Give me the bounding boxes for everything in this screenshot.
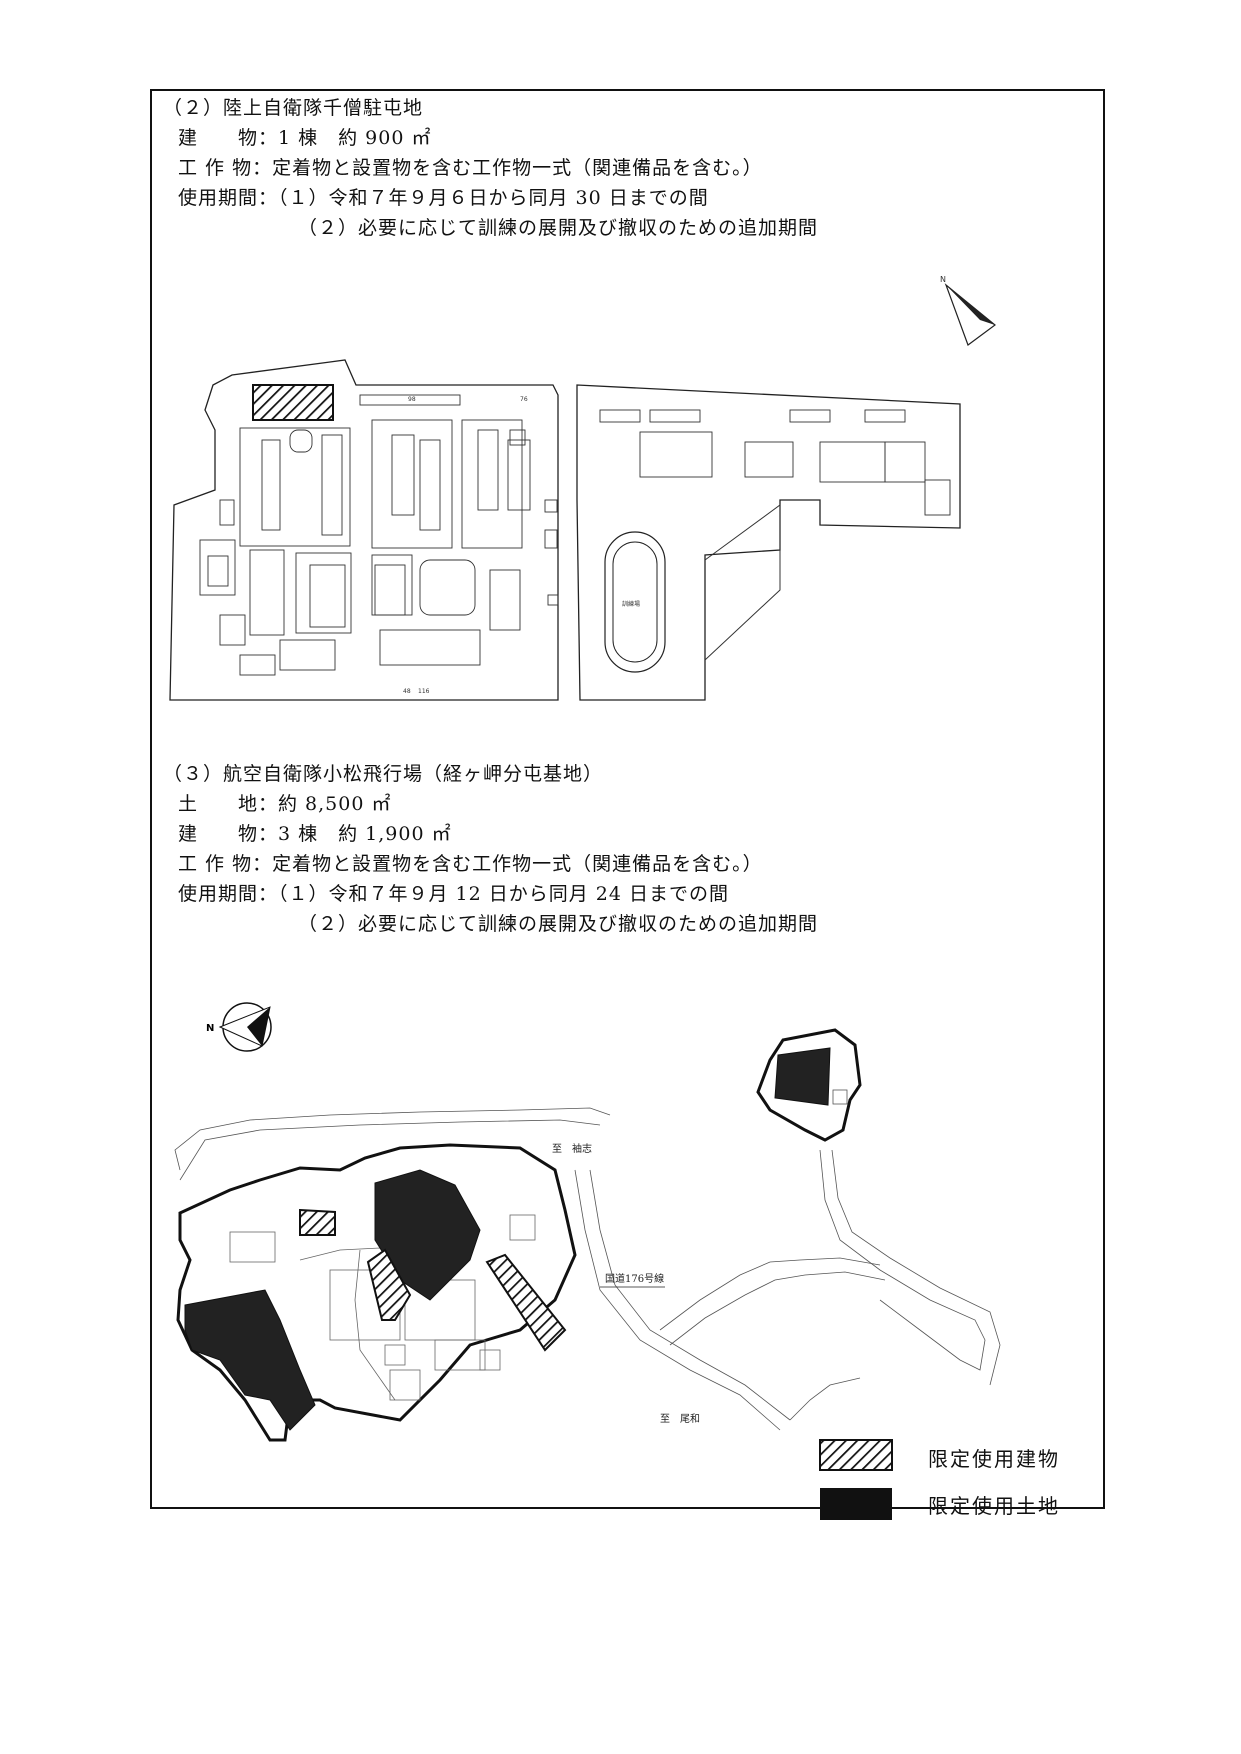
document-frame xyxy=(150,89,1105,1509)
svg-text:116: 116 xyxy=(418,688,430,695)
legend-hatch-swatch xyxy=(819,1439,893,1471)
svg-text:48: 48 xyxy=(403,688,411,695)
svg-text:訓練場: 訓練場 xyxy=(622,600,640,608)
section3-land: 土 地：約 8,500 ㎡ xyxy=(178,793,392,815)
legend-solid-swatch xyxy=(820,1488,892,1520)
road-label-sodeshi: 至 袖志 xyxy=(552,1142,592,1155)
compass-icon: N xyxy=(206,1002,272,1052)
section3-structure: 工 作 物：定着物と設置物を含む工作物一式（関連備品を含む。） xyxy=(178,853,763,875)
svg-text:76: 76 xyxy=(520,396,528,403)
limited-land-west xyxy=(184,1289,316,1431)
limited-building-2 xyxy=(366,1248,412,1321)
limited-building-senzo xyxy=(252,384,334,421)
limited-building-1 xyxy=(299,1208,336,1236)
road-label-owa: 至 尾和 xyxy=(660,1413,700,1425)
section3-period2: （２）必要に応じて訓練の展開及び撤収のための追加期間 xyxy=(298,913,819,935)
training-field: 訓練場 xyxy=(604,531,666,673)
svg-text:98: 98 xyxy=(408,396,416,403)
limited-land-annex xyxy=(774,1047,831,1106)
section2-building: 建 物：1 棟 約 900 ㎡ xyxy=(178,127,432,149)
north-arrow-icon: N xyxy=(940,275,996,346)
section2-period1: 使用期間：（１）令和７年９月６日から同月 30 日までの間 xyxy=(178,187,709,209)
legend-building-label: 限定使用建物 xyxy=(928,1447,1060,1471)
limited-building-3 xyxy=(485,1253,567,1352)
road-label-route176: 国道176号線 xyxy=(605,1272,664,1285)
section2-heading: （２）陸上自衛隊千僧駐屯地 xyxy=(163,97,424,119)
section2-structure: 工 作 物：定着物と設置物を含む工作物一式（関連備品を含む。） xyxy=(178,157,763,179)
svg-text:N: N xyxy=(940,275,946,284)
section3-heading: （３）航空自衛隊小松飛行場（経ヶ岬分屯基地） xyxy=(163,763,604,785)
section3-period1: 使用期間：（１）令和７年９月 12 日から同月 24 日までの間 xyxy=(178,883,730,905)
legend-land-label: 限定使用土地 xyxy=(928,1494,1060,1518)
section2-period2: （２）必要に応じて訓練の展開及び撤収のための追加期間 xyxy=(298,217,819,239)
svg-text:N: N xyxy=(206,1023,214,1034)
section3-building: 建 物：3 棟 約 1,900 ㎡ xyxy=(178,823,452,845)
